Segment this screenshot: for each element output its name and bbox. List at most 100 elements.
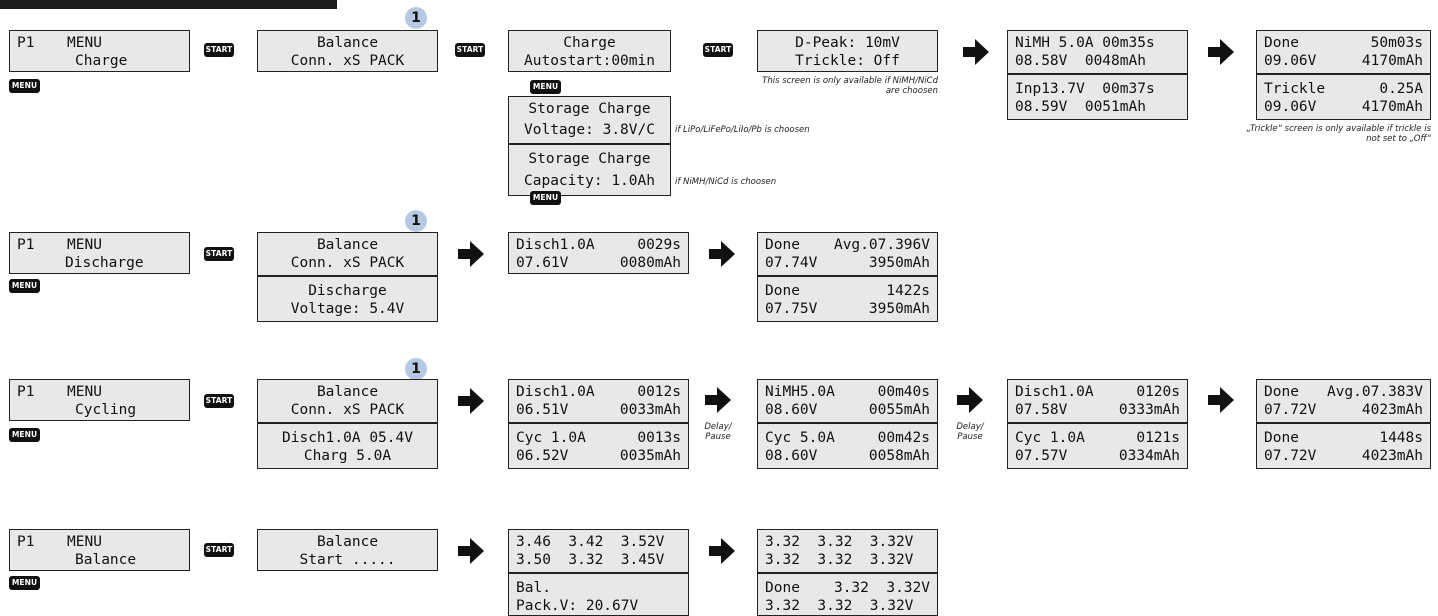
lcd-balance-charge: Balance Conn. xS PACK	[257, 30, 438, 72]
lcd-text: Discharge	[308, 283, 387, 299]
lcd-text: Storage Charge	[528, 151, 651, 167]
lcd-text: 07.61V	[516, 255, 569, 271]
lcd-text: 06.52V	[516, 448, 569, 464]
start-button[interactable]: START	[455, 43, 485, 57]
arrow-right-icon	[963, 39, 989, 65]
lcd-divider	[258, 422, 437, 424]
pause-text: Pause	[957, 432, 983, 442]
lcd-text: Balance	[316, 384, 379, 400]
arrow-right-icon	[1208, 39, 1234, 65]
lcd-text: 0055mAh	[868, 402, 930, 418]
lcd-text: Capacity: 1.0Ah	[524, 173, 655, 189]
lcd-text: 0033mAh	[619, 402, 681, 418]
lcd-charge-run: NiMH 5.0A 00m35s 08.58V 0048mAh Inp13.7V…	[1007, 30, 1188, 120]
lcd-divider	[509, 422, 688, 424]
lcd-text: Inp13.7V 00m37s	[1015, 81, 1155, 97]
menu-button[interactable]: MENU	[530, 191, 561, 205]
lcd-text: 0334mAh	[1118, 448, 1180, 464]
lcd-text: Charge	[563, 35, 616, 51]
lcd-text: Pack.V: 20.67V	[516, 598, 639, 614]
start-button[interactable]: START	[204, 43, 234, 57]
lcd-text: 08.59V 0051mAh	[1015, 99, 1146, 115]
lcd-balance-start: Balance Start .....	[257, 529, 438, 571]
lcd-text: Cyc 1.0A	[516, 430, 586, 446]
start-button[interactable]: START	[703, 43, 733, 57]
lcd-text: P1	[17, 384, 35, 400]
lcd-text: Charg 5.0A	[303, 448, 392, 464]
delay-text: Delay/	[956, 422, 984, 432]
lcd-text: 4170mAh	[1361, 53, 1423, 69]
lcd-text: 07.75V	[765, 301, 818, 317]
lcd-text: 3.32 3.32V	[833, 580, 930, 596]
header-bar	[0, 0, 337, 9]
lcd-text: 3.46 3.42 3.52V	[516, 534, 665, 550]
arrow-right-icon	[709, 241, 735, 267]
lcd-text: 0029s	[637, 237, 681, 253]
arrow-right-icon	[458, 241, 484, 267]
lcd-text: 08.58V 0048mAh	[1015, 53, 1146, 69]
lcd-divider	[758, 572, 937, 574]
lcd-text: 0.25A	[1379, 81, 1423, 97]
lcd-divider	[258, 275, 437, 277]
lcd-text: P1	[17, 35, 35, 51]
lcd-divider	[509, 143, 670, 145]
lcd-text: 4170mAh	[1361, 99, 1423, 115]
lcd-text: Cycling	[75, 402, 137, 418]
lcd-text: 3.32 3.32 3.32V	[765, 552, 914, 568]
lcd-text: 0333mAh	[1118, 402, 1180, 418]
lcd-balance-discharge: Balance Conn. xS PACK Discharge Voltage:…	[257, 232, 438, 322]
lcd-text: 4023mAh	[1361, 402, 1423, 418]
delay-text: Delay/	[704, 422, 732, 432]
lcd-text: 1422s	[886, 283, 930, 299]
lcd-text: NiMH5.0A	[765, 384, 835, 400]
lcd-text: 08.60V	[765, 448, 818, 464]
lcd-text: 50m03s	[1370, 35, 1423, 51]
lcd-divider	[1008, 422, 1187, 424]
lcd-text: 00m42s	[877, 430, 930, 446]
menu-button[interactable]: MENU	[530, 80, 561, 94]
lcd-text: Charge	[75, 53, 128, 69]
lcd-menu-cycling: P1 MENU Cycling	[9, 379, 190, 421]
note-trickle: „Trickle“ screen is only available if tr…	[1246, 124, 1431, 144]
note-dpeak: This screen is only available if NiMH/Ni…	[762, 76, 938, 96]
start-button[interactable]: START	[204, 247, 234, 261]
lcd-text: Bal.	[516, 580, 551, 596]
menu-button[interactable]: MENU	[9, 79, 40, 93]
lcd-text: Balance	[75, 552, 137, 568]
menu-button[interactable]: MENU	[9, 576, 40, 590]
step-badge: 1	[405, 7, 427, 29]
lcd-text: Voltage: 5.4V	[290, 301, 405, 317]
lcd-text: 3.50 3.32 3.45V	[516, 552, 665, 568]
lcd-text: Disch1.0A	[1015, 384, 1094, 400]
menu-button[interactable]: MENU	[9, 428, 40, 442]
menu-button[interactable]: MENU	[9, 279, 40, 293]
lcd-text: 3950mAh	[868, 255, 930, 271]
pause-text: Pause	[705, 432, 731, 442]
lcd-text: 3.32 3.32 3.32V	[765, 534, 914, 550]
start-button[interactable]: START	[204, 543, 234, 557]
lcd-text: 07.72V	[1264, 402, 1317, 418]
lcd-text: Voltage: 3.8V/C	[524, 122, 655, 138]
lcd-text: 07.74V	[765, 255, 818, 271]
lcd-text: Autostart:00min	[524, 53, 655, 69]
lcd-divider	[1257, 422, 1430, 424]
lcd-text: 0121s	[1136, 430, 1180, 446]
lcd-text: Disch1.0A 05.4V	[282, 430, 413, 446]
lcd-text: NiMH 5.0A 00m35s	[1015, 35, 1155, 51]
lcd-text: Balance	[316, 35, 379, 51]
lcd-text: Done	[1264, 35, 1299, 51]
lcd-text: MENU	[67, 384, 102, 400]
lcd-text: Disch1.0A	[516, 384, 595, 400]
lcd-text: Done	[765, 237, 800, 253]
lcd-text: Conn. xS PACK	[290, 402, 405, 418]
arrow-right-icon	[458, 538, 484, 564]
start-button[interactable]: START	[204, 394, 234, 408]
lcd-text: Done	[765, 580, 800, 596]
lcd-dpeak: D-Peak: 10mV Trickle: Off	[757, 30, 938, 72]
